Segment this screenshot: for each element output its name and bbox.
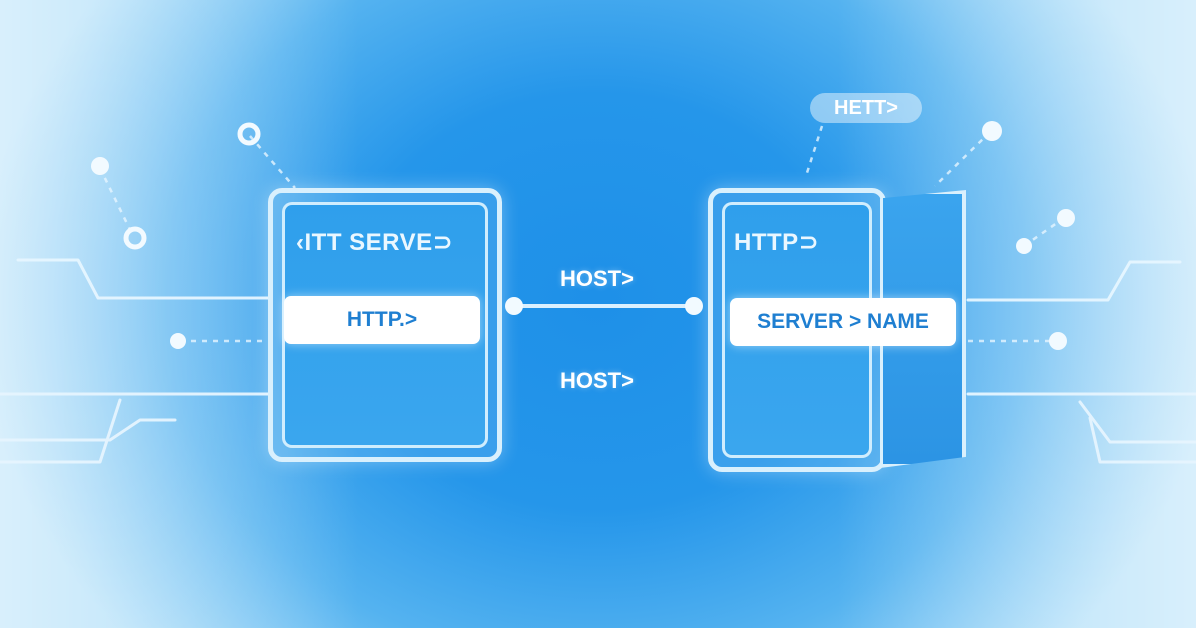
left-panel-title: ‹ITT SERVE⊃ (296, 229, 454, 256)
right-panel-title: HTTP⊃ (734, 229, 820, 256)
node-dot (91, 157, 109, 175)
connector-node-right (685, 297, 703, 315)
node-dot (1016, 238, 1032, 254)
connector-node-left (505, 297, 523, 315)
node-dot (982, 121, 1002, 141)
left-trace-low2 (0, 398, 122, 464)
left-panel-pill: HTTP.> (284, 296, 480, 344)
right-panel-pill: SERVER > NAME (730, 298, 956, 346)
right-dash-3 (1023, 216, 1065, 248)
node-dot (1049, 332, 1067, 350)
right-dash-1 (804, 125, 824, 177)
left-dash-2 (249, 135, 296, 189)
right-trace-top (966, 260, 1182, 302)
left-trace-top (16, 258, 270, 300)
node-dot (170, 333, 186, 349)
floating-tag: HETT> (810, 93, 922, 123)
right-trace-low2 (1088, 416, 1196, 464)
node-dot (1057, 209, 1075, 227)
right-trace-low1 (1078, 400, 1196, 444)
right-dash-2 (934, 131, 991, 187)
connector-bottom-label: HOST> (560, 368, 634, 393)
node-ring (123, 226, 147, 250)
left-dash-1 (98, 167, 135, 237)
connector-top-label: HOST> (560, 266, 634, 291)
node-ring (237, 122, 261, 146)
left-trace-low1 (0, 418, 177, 442)
